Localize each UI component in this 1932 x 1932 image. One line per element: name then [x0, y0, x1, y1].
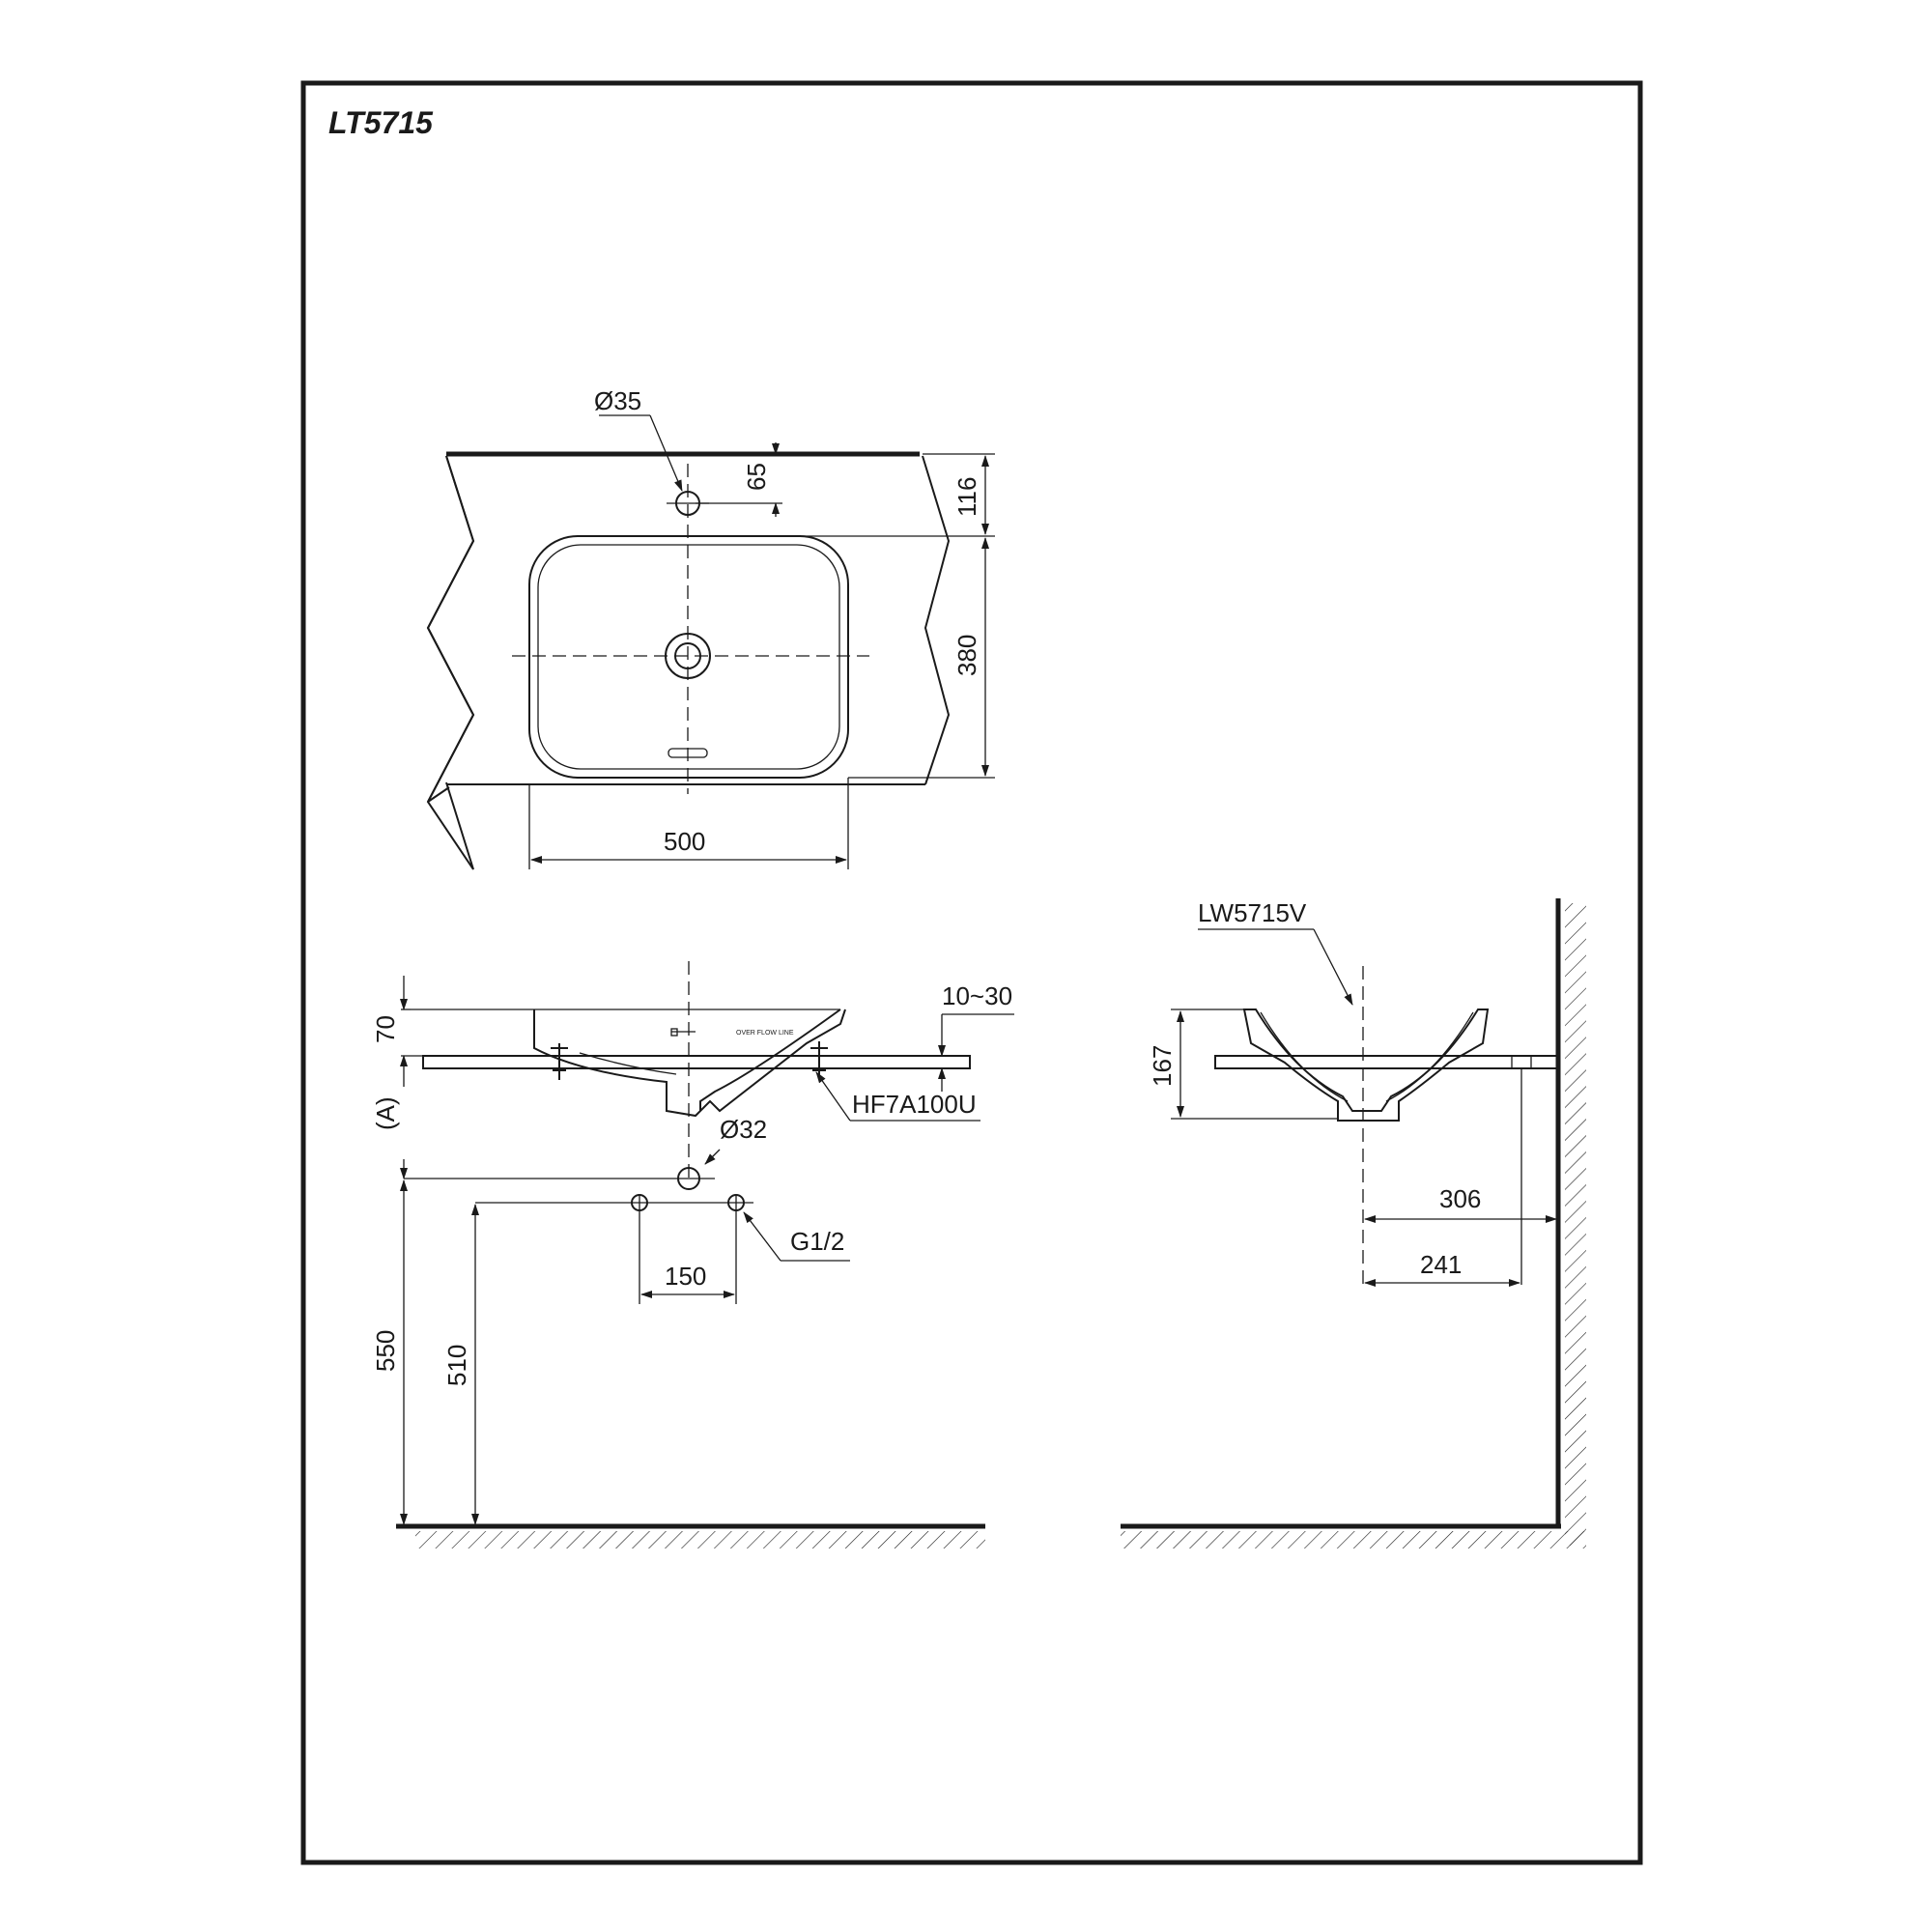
- model-title: LT5715: [328, 105, 434, 140]
- label-dim-500: 500: [664, 827, 705, 856]
- label-overflow-line: OVER FLOW LINE: [736, 1030, 794, 1037]
- label-dim-167: 167: [1148, 1045, 1177, 1087]
- drain-inner: [674, 642, 701, 669]
- top-view: Ø35 65 116 380 500: [426, 386, 995, 870]
- basin-section: [1242, 1009, 1490, 1122]
- bowl-outline: [528, 535, 849, 779]
- drain-pipe: [677, 1167, 700, 1190]
- label-supply: G1/2: [790, 1227, 844, 1256]
- label-drain-dia: Ø32: [720, 1115, 767, 1144]
- label-dim-10-30: 10~30: [942, 981, 1012, 1010]
- side-view: LW5715V 167 306 241: [1121, 898, 1586, 1548]
- label-dim-550: 550: [371, 1330, 400, 1372]
- label-dim-306: 306: [1439, 1184, 1481, 1213]
- fixing-left: [551, 1043, 568, 1080]
- label-fitting: HF7A100U: [852, 1090, 977, 1119]
- drain-outer: [665, 633, 711, 679]
- label-dim-380: 380: [952, 635, 981, 676]
- label-dim-150: 150: [665, 1262, 706, 1291]
- front-view: OVER FLOW LINE 70 (A) 10~30 HF7A100U: [371, 961, 1014, 1548]
- label-model: LW5715V: [1198, 898, 1307, 927]
- label-dim-241: 241: [1420, 1250, 1462, 1279]
- bowl-inner: [537, 544, 840, 770]
- label-dim-70: 70: [371, 1015, 400, 1043]
- label-dim-65: 65: [742, 463, 771, 491]
- drawing-frame: [300, 80, 1643, 1865]
- label-dim-116: 116: [952, 477, 981, 517]
- label-dim-a: (A): [371, 1096, 400, 1130]
- fixing-right: [810, 1041, 828, 1080]
- label-dim-510: 510: [442, 1345, 471, 1386]
- label-hole-dia: Ø35: [594, 386, 641, 415]
